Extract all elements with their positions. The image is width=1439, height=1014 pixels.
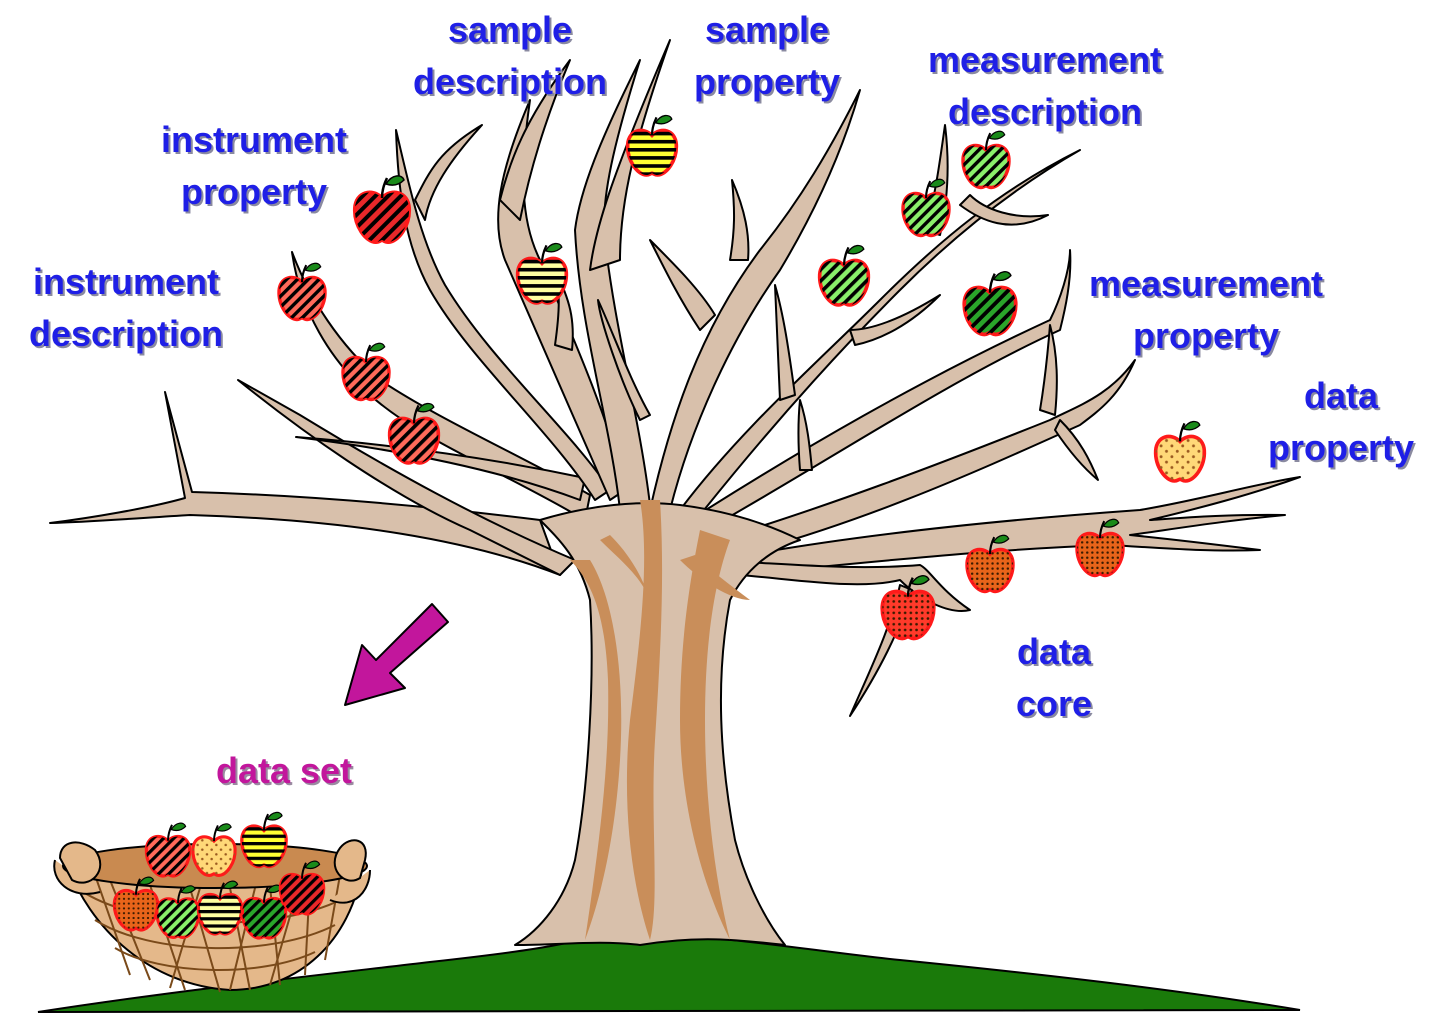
basket-apple-icon (278, 860, 326, 916)
label-instrument-description-line2: description (28, 313, 224, 354)
trunk-shading (570, 500, 750, 940)
label-data-core: data core (990, 626, 1118, 730)
label-data-core-line2: core (1015, 683, 1093, 724)
label-sample-property-line2: property (693, 61, 841, 102)
basket-apple-icon (196, 880, 244, 936)
label-instrument-property-line2: property (180, 171, 328, 212)
label-data-set-text: data set (215, 750, 353, 791)
arrow-to-basket-icon (344, 603, 449, 706)
apple-data-core-icon (1075, 518, 1125, 578)
label-measurement-description-line1: measurement (927, 39, 1163, 80)
label-data-property-line2: property (1267, 427, 1415, 468)
basket-apple-icon (112, 876, 160, 932)
label-sample-description: sample description (395, 4, 625, 108)
label-sample-description-line2: description (412, 61, 608, 102)
label-instrument-property: instrument property (140, 114, 368, 218)
apple-measurement-icon (962, 271, 1018, 337)
basket-icon (53, 811, 371, 993)
label-data-property-line1: data (1303, 375, 1379, 416)
label-instrument-property-line1: instrument (160, 119, 347, 160)
label-sample-property-line1: sample (704, 9, 830, 50)
apple-sample-icon (515, 242, 569, 305)
label-data-set: data set (195, 745, 373, 797)
label-measurement-property: measurement property (1065, 258, 1347, 362)
label-sample-description-line1: sample (447, 9, 573, 50)
tree-apples (277, 114, 1207, 641)
apple-instrument-icon (352, 175, 412, 244)
apple-data-core-icon (965, 534, 1015, 594)
label-measurement-property-line1: measurement (1088, 263, 1324, 304)
label-instrument-description: instrument description (8, 256, 244, 360)
label-measurement-description: measurement description (905, 34, 1185, 138)
basket-apple-icon (240, 811, 288, 869)
apple-data-core-icon (880, 575, 936, 641)
label-data-property: data property (1252, 370, 1430, 474)
label-sample-property: sample property (678, 4, 856, 108)
basket-apple-icon (144, 822, 192, 878)
apple-instrument-icon (341, 342, 391, 402)
label-data-core-line1: data (1016, 631, 1092, 672)
apple-instrument-icon (387, 402, 441, 465)
label-measurement-description-line2: description (947, 91, 1143, 132)
apple-measurement-icon (817, 244, 871, 307)
apple-sample-icon (625, 114, 679, 177)
apple-instrument-icon (277, 262, 327, 322)
label-instrument-description-line1: instrument (32, 261, 219, 302)
basket-apple-icon (191, 823, 237, 877)
apple-measurement-icon (901, 178, 951, 238)
basket-apple-icon (155, 885, 201, 939)
apple-data-property-icon (1153, 420, 1207, 483)
tree-branches (49, 39, 1301, 946)
apple-measurement-icon (961, 130, 1011, 190)
label-measurement-property-line2: property (1132, 315, 1280, 356)
